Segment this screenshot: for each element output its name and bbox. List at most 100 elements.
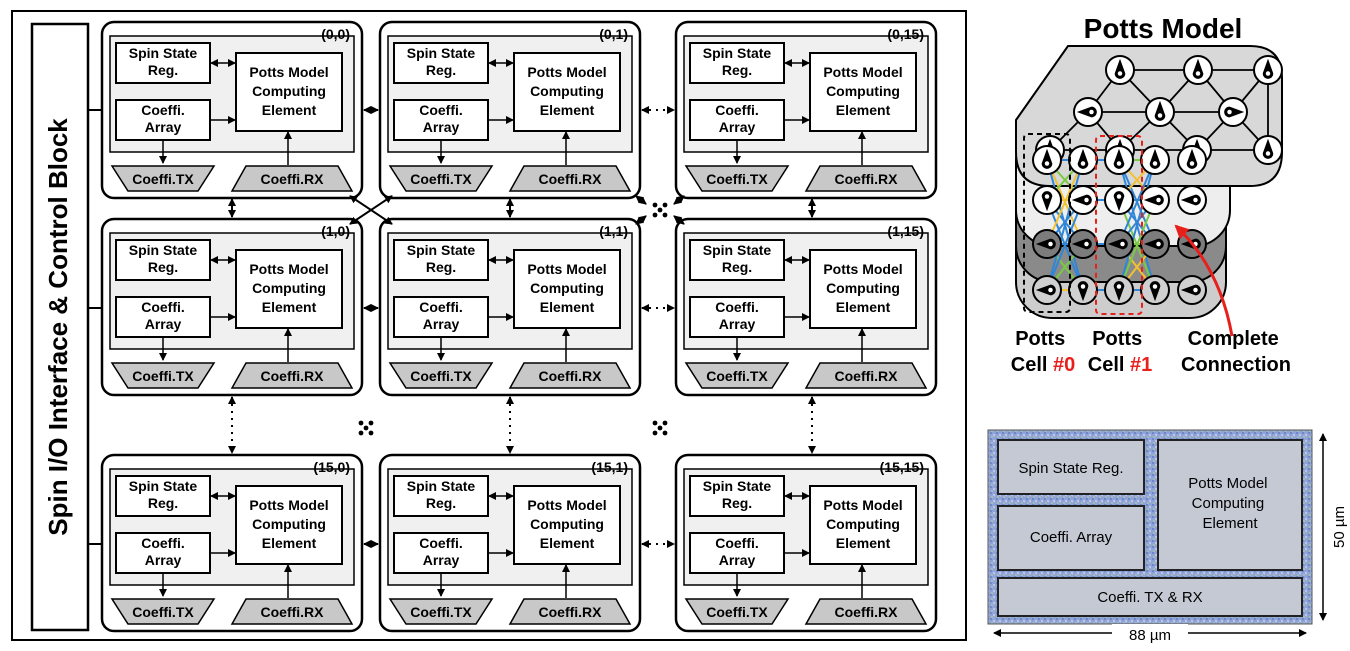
spin-node-icon — [1140, 145, 1170, 175]
coeff-array-block — [393, 532, 489, 574]
coeff-tx-label: Coeffi.TX — [132, 604, 194, 620]
coeff-tx-label: Coeffi.TX — [410, 604, 472, 620]
spin-node-icon — [1104, 185, 1134, 215]
coeff-rx-block — [230, 362, 354, 389]
height-label: 50 µm — [1331, 506, 1348, 548]
coeff-tx-label: Coeffi.TX — [410, 171, 472, 187]
potts-model-illustration — [1015, 45, 1283, 337]
layout-txrx-label: Coeffi. TX & RX — [1097, 589, 1202, 606]
mesh-link — [349, 195, 393, 225]
coeff-rx-block — [230, 598, 354, 625]
spin-node-icon — [1068, 229, 1098, 259]
complete-connection-label: Complete Connection — [1181, 328, 1291, 376]
cell-id: (1,15) — [887, 223, 924, 239]
coeff-array-block — [115, 296, 211, 338]
potts-cell0-box — [1023, 133, 1071, 313]
spin-node-icon — [1104, 229, 1134, 259]
coeff-array-block — [115, 532, 211, 574]
cell-id: (1,0) — [321, 223, 350, 239]
coeff-tx-block — [388, 165, 494, 192]
layout-txrx-block — [997, 577, 1303, 617]
connections-layer — [88, 106, 816, 548]
control-block — [30, 22, 90, 632]
cell-id: (0,1) — [599, 26, 628, 42]
mesh-link — [635, 215, 647, 225]
pme-block — [809, 485, 917, 565]
coeff-rx-block — [508, 598, 632, 625]
coeff-rx-block — [230, 165, 354, 192]
mesh-link — [673, 215, 685, 225]
mesh-link — [673, 195, 685, 205]
complete-connection-line — [1046, 159, 1084, 291]
width-label: 88 µm — [1129, 627, 1171, 644]
complete-connection-line — [1118, 159, 1156, 245]
coeff-tx-block — [110, 598, 216, 625]
coeff-array-label: Coeffi.Array — [419, 102, 463, 135]
spin-node-icon — [1253, 135, 1283, 165]
cell-id: (15,0) — [313, 459, 350, 475]
coeff-tx-block — [684, 362, 790, 389]
coeff-rx-label: Coeffi.RX — [835, 171, 899, 187]
coeff-array-label: Coeffi.Array — [715, 535, 759, 568]
coeff-array-block — [689, 99, 785, 141]
mesh-link — [635, 195, 647, 205]
coeff-tx-label: Coeffi.TX — [132, 368, 194, 384]
spin-node-icon — [1145, 97, 1175, 127]
spin-node-icon — [1253, 55, 1283, 85]
spin-state-reg-block — [689, 239, 785, 281]
coeff-tx-label: Coeffi.TX — [706, 368, 768, 384]
complete-connection-line — [1046, 199, 1084, 291]
layout-coeff-array-label: Coeffi. Array — [1030, 529, 1113, 546]
coeff-tx-block — [388, 598, 494, 625]
coeff-tx-label: Coeffi.TX — [706, 604, 768, 620]
pme-block — [513, 485, 621, 565]
coeff-array-block — [393, 296, 489, 338]
coeff-array-block — [393, 99, 489, 141]
layout-spin-reg-block — [997, 439, 1145, 495]
spin-state-reg-block — [393, 239, 489, 281]
spin-node-icon — [1032, 275, 1062, 305]
spin-node-icon — [1032, 185, 1062, 215]
complete-connection-line — [1118, 199, 1156, 291]
coeff-array-block — [115, 99, 211, 141]
cell-id: (15,15) — [880, 459, 924, 475]
spin-node-icon — [1140, 229, 1170, 259]
coeff-tx-label: Coeffi.TX — [410, 368, 472, 384]
coeff-tx-block — [110, 165, 216, 192]
potts-cell0-label: Potts Cell #0 — [1011, 328, 1076, 376]
cell-id: (0,0) — [321, 26, 350, 42]
spin-state-reg-block — [393, 475, 489, 517]
spin-node-icon — [1177, 275, 1207, 305]
spin-node-icon — [1177, 185, 1207, 215]
coeff-tx-label: Coeffi.TX — [132, 171, 194, 187]
spin-node-icon — [1068, 275, 1098, 305]
spin-node-icon — [1068, 185, 1098, 215]
potts-cell1-box — [1095, 135, 1143, 315]
coeff-rx-label: Coeffi.RX — [835, 604, 899, 620]
spin-node-icon — [1104, 275, 1134, 305]
coeff-array-label: Coeffi.Array — [715, 102, 759, 135]
pme-block — [809, 249, 917, 329]
coeff-array-block — [689, 296, 785, 338]
spin-node-icon — [1183, 55, 1213, 85]
spin-state-reg-block — [115, 475, 211, 517]
spin-node-icon — [1032, 229, 1062, 259]
coeff-array-block — [689, 532, 785, 574]
connection-pointer-arrow — [1174, 224, 1234, 337]
